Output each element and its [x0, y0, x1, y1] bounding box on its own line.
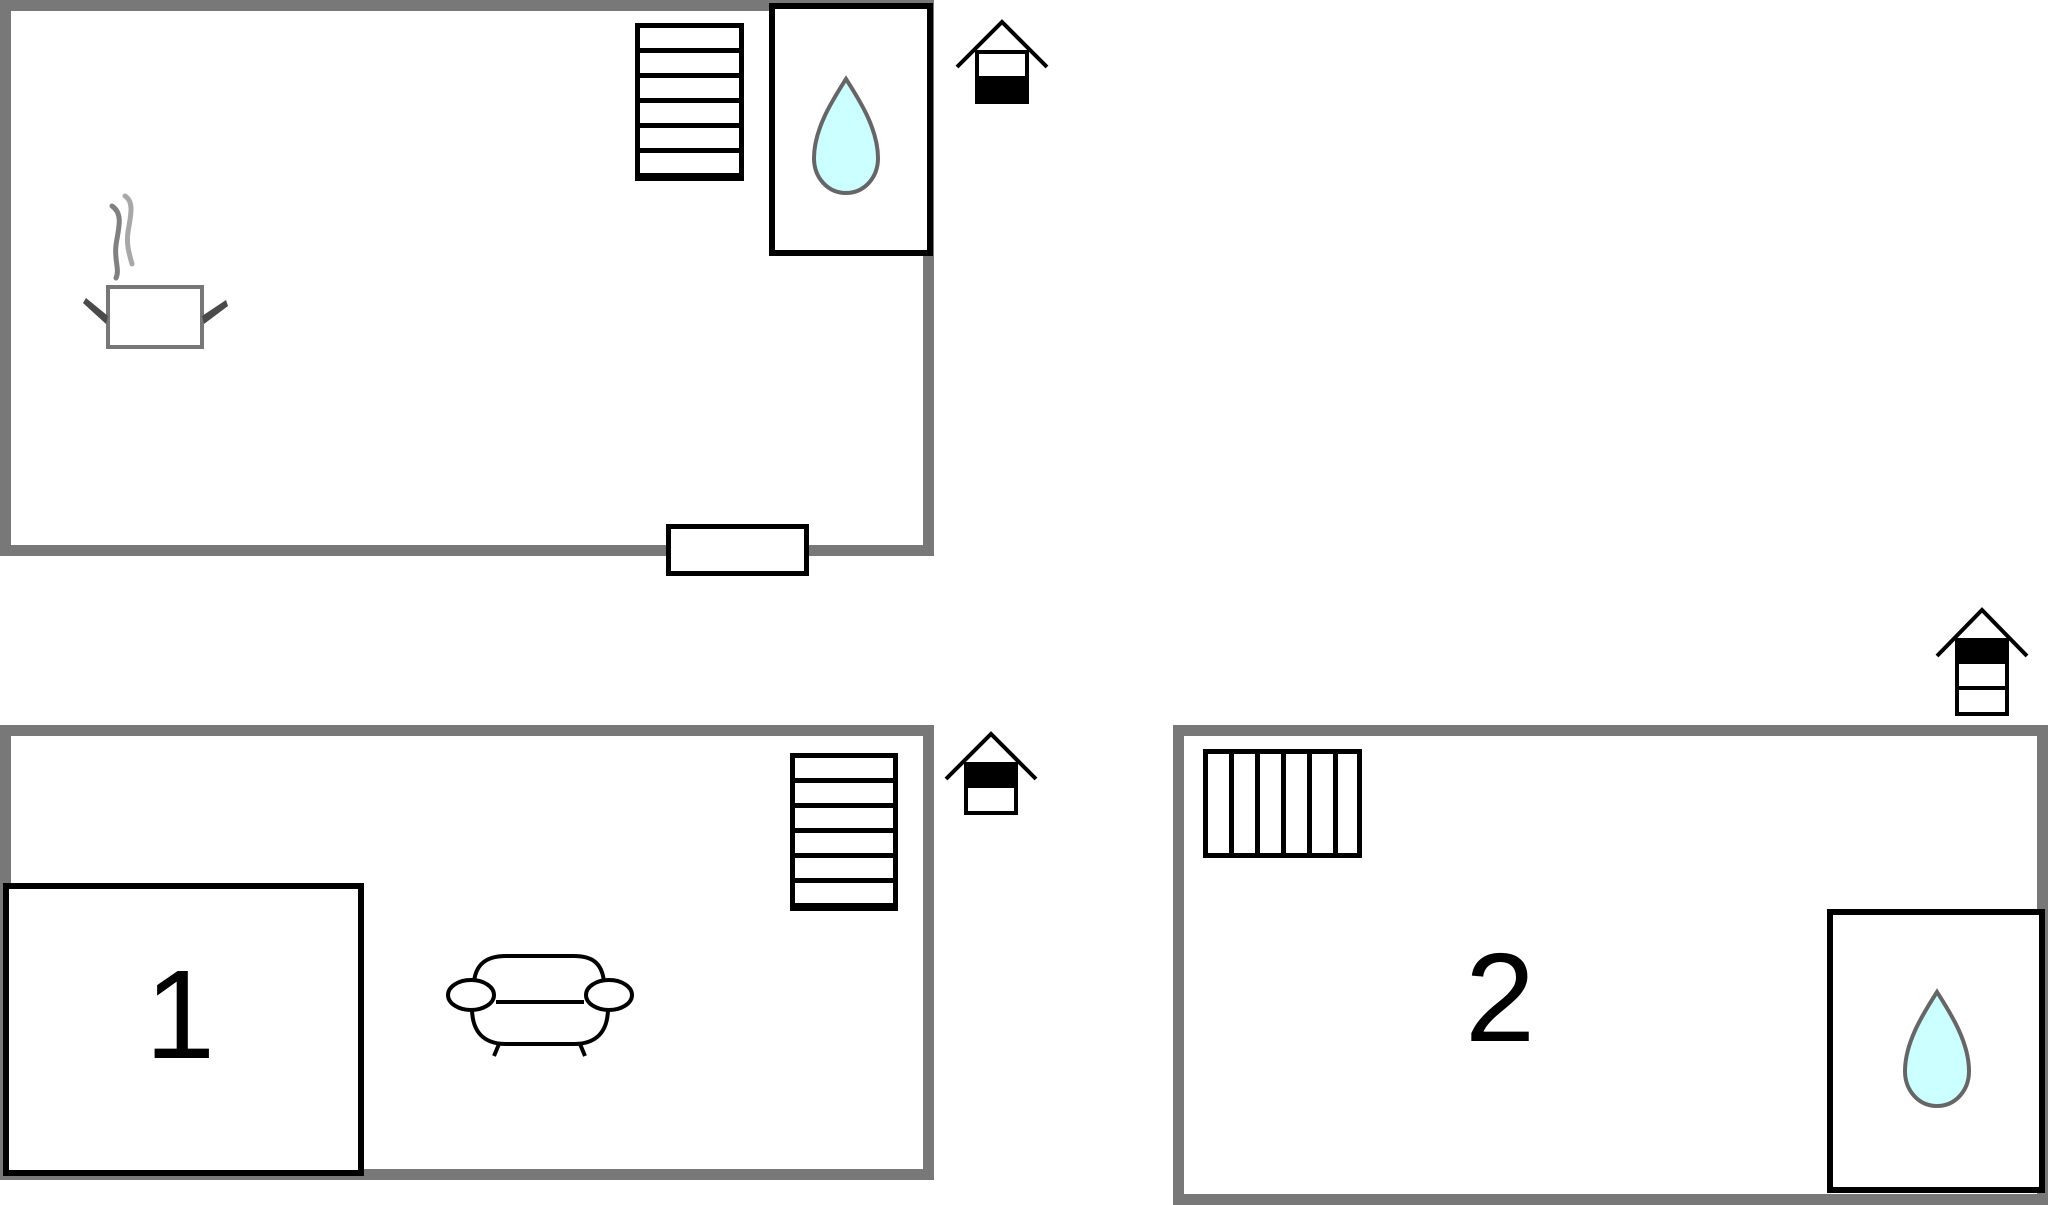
armchair-icon	[446, 954, 634, 1057]
floor-indicator-house-icon	[944, 731, 1038, 815]
bedroom-1	[3, 883, 364, 1176]
staircase	[635, 23, 744, 181]
staircase	[1203, 749, 1362, 858]
floor-indicator-house-icon	[1935, 607, 2029, 716]
floor-indicator-house-icon	[955, 19, 1049, 104]
bedroom-1-label: 1	[144, 944, 216, 1085]
entrance-door	[666, 524, 809, 576]
staircase	[790, 753, 898, 911]
bedroom-2-label: 2	[1464, 927, 1536, 1068]
water-drop-icon	[1902, 988, 1972, 1109]
water-drop-icon	[811, 75, 881, 196]
cooking-pot-icon	[83, 193, 228, 349]
